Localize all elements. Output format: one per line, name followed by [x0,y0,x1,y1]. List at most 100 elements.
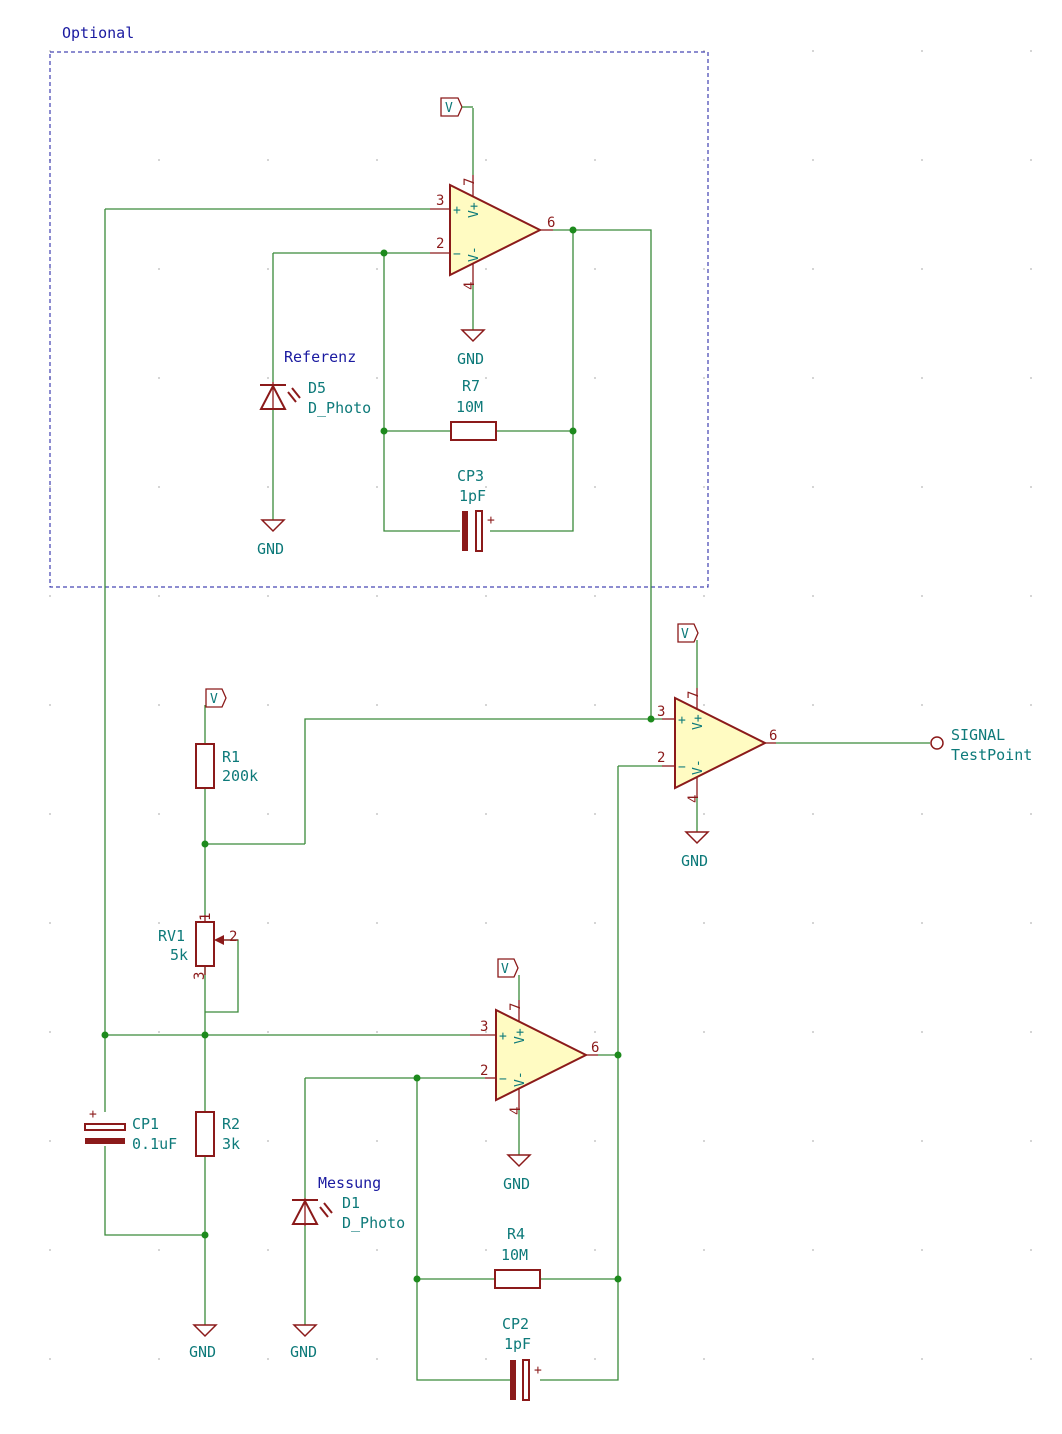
grid-dot [703,1031,705,1033]
grid-dot [594,377,596,379]
grid-dot [812,268,814,270]
grid-dot [1030,50,1032,52]
polarity-plus: + [534,1363,542,1378]
component-ref: R7 [462,377,480,395]
grid-dot [267,486,269,488]
component-value: D_Photo [342,1214,405,1232]
power-v-mid[interactable]: V [677,623,699,643]
grid-dot [376,922,378,924]
grid-dot [812,159,814,161]
grid-dot [49,1358,51,1360]
component-ref: R2 [222,1115,240,1133]
component-ref: R1 [222,748,240,766]
power-v-top[interactable]: V [440,97,473,117]
grid-dot [703,1358,705,1360]
component-value: 10M [501,1246,528,1264]
grid-dot [1030,1140,1032,1142]
grid-dot [376,1031,378,1033]
grid-dot [158,1031,160,1033]
grid-dot [812,704,814,706]
gnd-label: GND [257,540,284,558]
resistor-r1[interactable]: R1 200k [195,743,258,789]
gnd-d1[interactable]: GND [290,1324,318,1361]
junctions [101,226,655,1283]
grid-dot [158,813,160,815]
power-v-label: V [210,692,218,707]
grid-dot [812,377,814,379]
grid-dot [594,813,596,815]
opamp-minus-sign: − [678,760,686,775]
grid-dot [158,922,160,924]
component-ref: RV1 [158,927,185,945]
gnd-bottom-opamp[interactable]: GND [503,1154,532,1193]
pin-number: 3 [657,704,665,720]
pin-number: 2 [657,750,665,766]
power-v-bottom[interactable]: V [497,958,519,978]
grid-dot [921,486,923,488]
opamp-mid[interactable]: 3 2 6 7 4 + − V+ V- [657,688,777,803]
photodiode-d5[interactable]: Referenz D5 D_Photo [259,348,371,417]
grid-dot [376,1140,378,1142]
grid-dot [594,486,596,488]
grid-dot [49,595,51,597]
grid-dot [158,486,160,488]
opamp-vminus-label: V- [513,1071,528,1087]
pin-number: 7 [508,1003,524,1011]
resistor-r7[interactable]: R7 10M [450,377,497,441]
gnd-top-opamp[interactable]: GND [457,329,486,368]
component-value: 10M [456,398,483,416]
capacitor-cp3[interactable]: + CP3 1pF [457,467,495,552]
grid-dot [485,268,487,270]
component-ref: CP3 [457,467,484,485]
grid-dot [594,50,596,52]
opamp-minus-sign: − [453,247,461,262]
pin-number: 2 [229,929,237,945]
resistor-r4[interactable]: R4 10M [494,1225,541,1289]
grid-dot [267,377,269,379]
grid-dot [376,704,378,706]
grid-dot [812,1249,814,1251]
grid-dot [921,704,923,706]
grid-dot [594,704,596,706]
grid-dot [1030,813,1032,815]
optional-region-title: Optional [62,24,134,42]
gnd-label: GND [457,350,484,368]
power-v-label: V [681,627,689,642]
grid-dots [49,50,1032,1360]
gnd-mid-opamp[interactable]: GND [681,831,710,870]
opamp-bottom[interactable]: 3 2 6 7 4 + − V+ V- [470,1000,599,1115]
grid-dot [49,1140,51,1142]
gnd-label: GND [290,1343,317,1361]
grid-dot [812,1140,814,1142]
opamp-plus-sign: + [499,1029,507,1044]
grid-dot [1030,704,1032,706]
gnd-r2[interactable]: GND [189,1324,218,1361]
gnd-label: GND [189,1343,216,1361]
grid-dot [158,1249,160,1251]
resistor-r2[interactable]: R2 3k [195,1111,240,1157]
pin-number: 7 [462,178,478,186]
opamp-top[interactable]: 3 2 6 7 4 + − V+ V- [430,175,555,290]
gnd-d5[interactable]: GND [257,519,286,558]
capacitor-cp2[interactable]: + CP2 1pF [502,1315,542,1401]
grid-dot [158,704,160,706]
grid-dot [812,595,814,597]
grid-dot [921,268,923,270]
grid-dot [594,922,596,924]
grid-dot [267,1249,269,1251]
grid-dot [1030,159,1032,161]
grid-dot [485,1140,487,1142]
component-ref: CP1 [132,1115,159,1133]
potentiometer-rv1[interactable]: 1 2 3 RV1 5k [158,913,238,980]
grid-dot [376,50,378,52]
testpoint-signal[interactable]: SIGNAL TestPoint [930,726,1032,764]
power-v-left[interactable]: V [205,688,227,708]
pin-number: 4 [686,795,702,803]
grid-dot [376,595,378,597]
opamp-vplus-label: V+ [513,1028,528,1044]
capacitor-cp1[interactable]: + CP1 0.1uF [84,1107,177,1153]
grid-dot [921,922,923,924]
photodiode-d1[interactable]: Messung D1 D_Photo [291,1174,405,1232]
grid-dot [921,1140,923,1142]
component-value: 5k [170,946,188,964]
